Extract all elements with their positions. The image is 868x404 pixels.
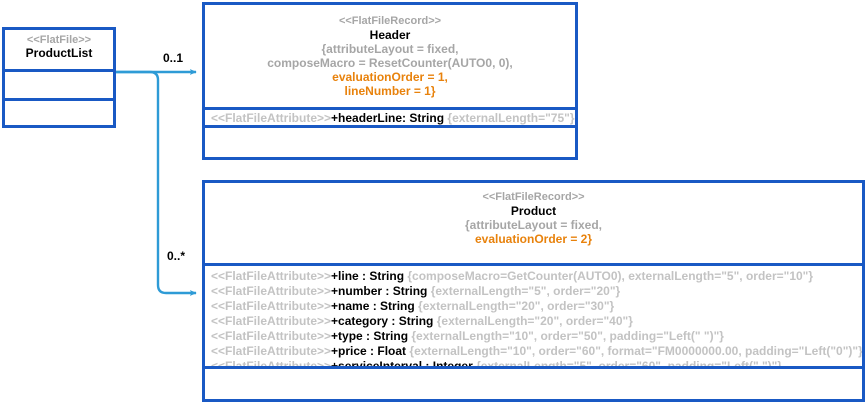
attribute-stereotype: <<FlatFileAttribute>>: [211, 111, 332, 125]
product-attribute-row[interactable]: <<FlatFileAttribute>>+price : Float {ext…: [205, 343, 862, 358]
productlist-operations-compartment[interactable]: [5, 98, 113, 125]
header-attributes-compartment[interactable]: <<FlatFileAttribute>>+headerLine: String…: [205, 107, 575, 125]
header-property-line: composeMacro = ResetCounter(AUTO0, 0),: [267, 56, 513, 70]
class-box-header[interactable]: <<FlatFileRecord>> Header {attributeLayo…: [202, 2, 578, 160]
product-name-compartment: <<FlatFileRecord>> Product {attributeLay…: [205, 183, 862, 263]
header-properties: {attributeLayout = fixed,composeMacro = …: [205, 42, 575, 98]
attribute-stereotype: <<FlatFileAttribute>>: [211, 329, 332, 343]
productlist-name: ProductList: [25, 46, 93, 60]
attribute-signature: +price : Float: [331, 344, 407, 358]
product-attributes-compartment[interactable]: <<FlatFileAttribute>>+line : String {com…: [205, 263, 862, 366]
attribute-properties: {externalLength="20", order="30"}: [414, 299, 615, 313]
product-property-line: {attributeLayout = fixed,: [464, 218, 603, 232]
attribute-signature: +category : String: [331, 314, 434, 328]
connector-to-product[interactable]: [116, 70, 197, 296]
header-name-compartment: <<FlatFileRecord>> Header {attributeLayo…: [205, 5, 575, 107]
product-attribute-row[interactable]: <<FlatFileAttribute>>+name : String {ext…: [205, 298, 862, 313]
attribute-stereotype: <<FlatFileAttribute>>: [211, 284, 332, 298]
header-stereotype: <<FlatFileRecord>>: [338, 15, 442, 27]
attribute-signature: +name : String: [331, 299, 415, 313]
product-attribute-row[interactable]: <<FlatFileAttribute>>+line : String {com…: [205, 268, 862, 283]
multiplicity-label-product: 0..*: [167, 249, 186, 263]
attribute-properties: {composeMacro=GetCounter(AUTO0), externa…: [404, 269, 814, 283]
productlist-header-compartment: <<FlatFile>> ProductList: [5, 30, 113, 69]
header-property-line: lineNumber = 1}: [344, 84, 436, 98]
productlist-attributes-compartment[interactable]: [5, 69, 113, 98]
attribute-properties: {externalLength="5", order="20"}: [427, 284, 621, 298]
product-property-line: evaluationOrder = 2}: [474, 232, 593, 246]
productlist-stereotype: <<FlatFile>>: [26, 34, 92, 46]
product-operations-compartment[interactable]: [205, 366, 862, 399]
header-property-line: {attributeLayout = fixed,: [321, 42, 459, 56]
attribute-stereotype: <<FlatFileAttribute>>: [211, 314, 332, 328]
attribute-properties: {externalLength="10", order="60", format…: [406, 344, 862, 358]
header-name: Header: [369, 28, 411, 42]
attribute-properties: {externalLength="5", order="60", padding…: [472, 359, 783, 366]
header-operations-compartment[interactable]: [205, 125, 575, 157]
header-property-line: evaluationOrder = 1,: [332, 70, 448, 84]
header-attribute-row[interactable]: <<FlatFileAttribute>>+headerLine: String…: [205, 110, 575, 125]
attribute-stereotype: <<FlatFileAttribute>>: [211, 299, 332, 313]
product-attribute-row[interactable]: <<FlatFileAttribute>>+number : String {e…: [205, 283, 862, 298]
class-box-product[interactable]: <<FlatFileRecord>> Product {attributeLay…: [202, 180, 865, 402]
product-stereotype: <<FlatFileRecord>>: [482, 191, 585, 203]
product-attribute-row[interactable]: <<FlatFileAttribute>>+category : String …: [205, 313, 862, 328]
attribute-stereotype: <<FlatFileAttribute>>: [211, 269, 332, 283]
attribute-signature: +headerLine: String: [331, 111, 445, 125]
attribute-signature: +serviceInterval : Integer: [331, 359, 473, 366]
product-attribute-row[interactable]: <<FlatFileAttribute>>+serviceInterval : …: [205, 358, 862, 366]
attribute-signature: +type : String: [331, 329, 409, 343]
multiplicity-label-header: 0..1: [163, 51, 184, 65]
attribute-signature: +line : String: [331, 269, 405, 283]
attribute-properties: {externalLength="75"}: [444, 111, 575, 125]
product-name: Product: [510, 204, 557, 218]
attribute-properties: {externalLength="10", order="50", paddin…: [408, 329, 724, 343]
attribute-stereotype: <<FlatFileAttribute>>: [211, 359, 332, 366]
attribute-stereotype: <<FlatFileAttribute>>: [211, 344, 332, 358]
class-box-productlist[interactable]: <<FlatFile>> ProductList: [2, 27, 116, 128]
product-attribute-row[interactable]: <<FlatFileAttribute>>+type : String {ext…: [205, 328, 862, 343]
product-properties: {attributeLayout = fixed,evaluationOrder…: [205, 218, 862, 246]
attribute-properties: {externalLength="20", order="40"}: [433, 314, 633, 328]
attribute-signature: +number : String: [331, 284, 428, 298]
